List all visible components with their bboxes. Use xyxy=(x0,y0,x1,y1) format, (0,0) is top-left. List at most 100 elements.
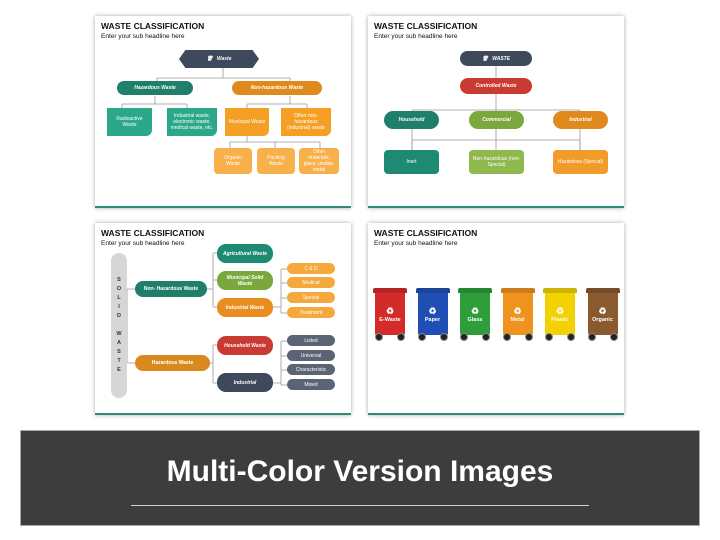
industrial-node: Industrial xyxy=(553,111,608,129)
bin-lid xyxy=(585,288,620,293)
recycle-icon: ♻ xyxy=(470,305,480,316)
sub-orange-0: C & D xyxy=(287,263,335,274)
non-hazardous-node: Non- Hazardous Waste xyxy=(135,281,207,297)
slide-thumbnail-3[interactable]: WASTE CLASSIFICATION Enter your sub head… xyxy=(95,223,351,415)
slide-subtitle: Enter your sub headline here xyxy=(101,33,185,40)
bin-e-waste: ♻E-Waste xyxy=(373,288,407,341)
agricultural-node: Agricultural Waste xyxy=(217,244,273,263)
slide-thumbnail-2[interactable]: WASTE CLASSIFICATION Enter your sub head… xyxy=(368,16,624,208)
slide-thumbnail-4[interactable]: WASTE CLASSIFICATION Enter your sub head… xyxy=(368,223,624,415)
trash-icon: 🗑 xyxy=(481,55,489,62)
other-materials-node: Other materials: glass, unable, metal xyxy=(299,148,339,174)
wheel-icon xyxy=(502,333,511,341)
radioactive-node: Radioactive Waste xyxy=(107,108,152,136)
banner-title: Multi-Color Version Images xyxy=(166,455,554,488)
bin-label: Glass xyxy=(467,316,483,323)
municipal-solid-node: Municipal Solid Waste xyxy=(217,271,273,290)
bin-label: Paper xyxy=(424,316,441,323)
packing-node: Packing Waste xyxy=(257,148,295,174)
letter: T xyxy=(117,358,121,364)
bin-glass: ♻Glass xyxy=(458,288,492,341)
bin-label: E-Waste xyxy=(379,316,401,323)
node-label: WASTE xyxy=(492,55,511,62)
node-label: Waste xyxy=(216,56,232,62)
bin-body: ♻Organic xyxy=(587,293,618,335)
banner-underline xyxy=(131,505,589,506)
letter: E xyxy=(117,367,121,373)
connector-lines xyxy=(126,252,287,386)
solid-waste-bar: S O L I D W A S T E xyxy=(111,253,127,398)
recycle-icon: ♻ xyxy=(598,305,607,316)
non-hazardous-node: Non-hazardous (non-Special) xyxy=(469,150,524,174)
letter: A xyxy=(117,340,121,346)
connector-lines xyxy=(411,66,581,150)
recycle-icon: ♻ xyxy=(513,305,522,316)
letter: I xyxy=(118,304,120,310)
slide-title: WASTE CLASSIFICATION xyxy=(374,21,478,31)
controlled-waste-node: Controlled Waste xyxy=(460,78,532,94)
wheel-icon xyxy=(439,333,448,341)
slide-thumbnail-1[interactable]: WASTE CLASSIFICATION Enter your sub head… xyxy=(95,16,351,208)
bin-label: Organic xyxy=(592,316,613,323)
slide-title: WASTE CLASSIFICATION xyxy=(101,21,205,31)
hazardous-node: Hazardous (Special) xyxy=(553,150,608,174)
bin-lid xyxy=(373,288,407,293)
letter: W xyxy=(116,331,122,337)
trash-icon: 🗑 xyxy=(206,56,213,62)
household-node: Household Waste xyxy=(217,336,273,355)
wheel-icon xyxy=(482,333,490,341)
hazardous-node: Hazardous Waste xyxy=(117,81,193,95)
wheel-icon xyxy=(417,333,426,341)
bin-body: ♻Metal xyxy=(502,293,533,335)
wheel-icon xyxy=(524,333,533,341)
bin-body: ♻E-Waste xyxy=(375,293,405,335)
household-node: Household xyxy=(384,111,439,129)
inert-node: Inert xyxy=(384,150,439,174)
recycle-icon: ♻ xyxy=(428,305,437,316)
bin-body: ♻Glass xyxy=(460,293,490,335)
sub-orange-3: Treatment xyxy=(287,307,335,318)
waste-root-node: 🗑 Waste xyxy=(179,50,259,68)
connector-lines xyxy=(121,68,321,148)
industrial-node: Industrial xyxy=(217,373,273,392)
sub-gray-0: Listed xyxy=(287,335,335,346)
bin-lid xyxy=(458,288,492,293)
letter: O xyxy=(116,286,122,292)
bin-paper: ♻Paper xyxy=(415,288,450,341)
slide-title: WASTE CLASSIFICATION xyxy=(101,228,205,238)
bin-metal: ♻Metal xyxy=(500,288,535,341)
bin-plastic: ♻Plastic xyxy=(543,288,577,341)
waste-root-node: 🗑 WASTE xyxy=(460,51,532,66)
commercial-node: Commercial xyxy=(469,111,524,129)
non-hazardous-node: Non-hazardous Waste xyxy=(232,81,322,95)
letter: S xyxy=(117,349,121,355)
municipal-node: Municipal Waste xyxy=(225,108,269,136)
wheel-icon xyxy=(587,333,596,341)
sub-gray-1: Universal xyxy=(287,350,335,361)
bin-label: Plastic xyxy=(551,316,569,323)
slide-subtitle: Enter your sub headline here xyxy=(374,240,458,247)
bin-label: Metal xyxy=(510,316,525,323)
wheel-icon xyxy=(397,333,405,341)
slide-title: WASTE CLASSIFICATION xyxy=(374,228,478,238)
letter: S xyxy=(117,277,121,283)
wheel-icon xyxy=(609,333,618,341)
sub-orange-2: Special xyxy=(287,292,335,303)
industrial-node: Industrial waste, electronic waste, medi… xyxy=(167,108,217,136)
bin-lid xyxy=(543,288,577,293)
bin-lid xyxy=(415,288,450,293)
industrial-waste-node: Industrial Waste xyxy=(217,298,273,317)
wheel-icon xyxy=(567,333,575,341)
letter: D xyxy=(117,313,121,319)
wheel-icon xyxy=(375,333,383,341)
bin-lid xyxy=(500,288,535,293)
sub-orange-1: Medical xyxy=(287,277,335,288)
other-nonhaz-node: Other non-hazardous (industrial) waste xyxy=(281,108,331,136)
bin-body: ♻Paper xyxy=(417,293,448,335)
slide-subtitle: Enter your sub headline here xyxy=(101,240,185,247)
slide-subtitle: Enter your sub headline here xyxy=(374,33,458,40)
bin-body: ♻Plastic xyxy=(545,293,575,335)
sub-gray-2: Characteristic xyxy=(287,364,335,375)
sub-gray-3: Mixed xyxy=(287,379,335,390)
organic-node: Organic Waste xyxy=(214,148,252,174)
